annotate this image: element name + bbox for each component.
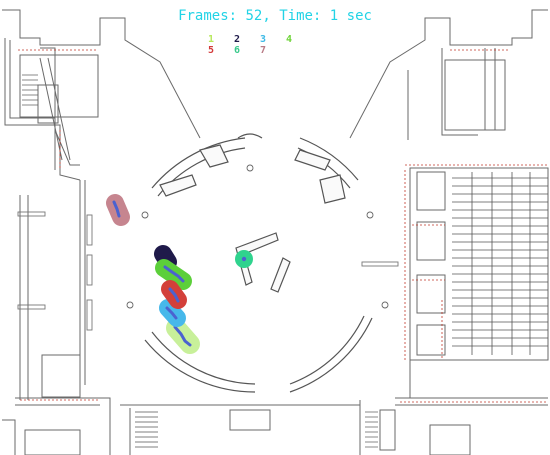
legend-label-4: 4 bbox=[285, 34, 293, 45]
track-4-path bbox=[163, 265, 185, 283]
dashed-markings bbox=[18, 49, 548, 403]
track-7 bbox=[106, 194, 130, 226]
track-1-path bbox=[173, 325, 192, 347]
track-5 bbox=[161, 280, 187, 309]
legend-label-1: 1 bbox=[207, 34, 215, 45]
track-5-path bbox=[168, 287, 180, 303]
track-6-path bbox=[241, 256, 247, 262]
tracks-layer bbox=[106, 194, 253, 354]
building-walls bbox=[2, 9, 549, 455]
central-furniture bbox=[159, 144, 346, 293]
legend-label-2: 2 bbox=[233, 34, 241, 45]
rotunda-columns bbox=[126, 164, 389, 309]
track-1 bbox=[166, 318, 200, 354]
legend-label-7: 7 bbox=[259, 45, 267, 56]
corridor-details bbox=[17, 211, 399, 331]
track-3 bbox=[159, 299, 186, 327]
track-3-path bbox=[165, 306, 178, 320]
frame-counter: Frames: 52, Time: 1 sec bbox=[178, 8, 372, 24]
track-6 bbox=[235, 250, 253, 268]
rotunda bbox=[144, 133, 373, 393]
legend-label-5: 5 bbox=[207, 45, 215, 56]
legend-label-6: 6 bbox=[233, 45, 241, 56]
legend-label-3: 3 bbox=[259, 34, 267, 45]
track-7-path bbox=[112, 200, 121, 218]
track-4 bbox=[155, 259, 192, 290]
